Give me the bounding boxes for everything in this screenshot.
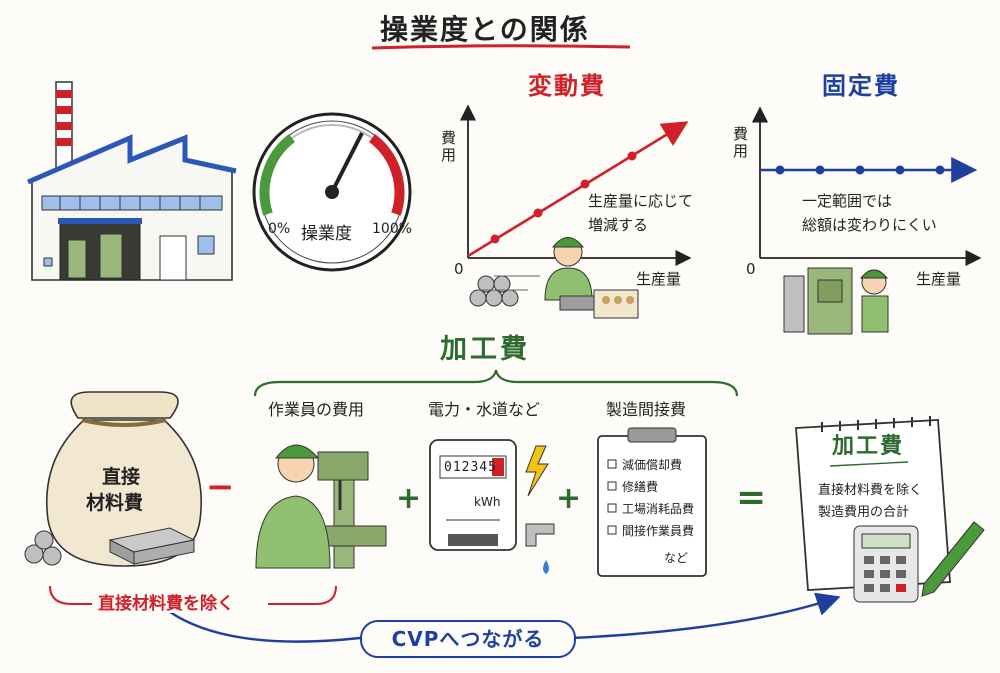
variable-cost-x-axis: 生産量 bbox=[636, 270, 682, 288]
fixed-cost-heading: 固定費 bbox=[822, 72, 900, 100]
electric-meter-icon bbox=[429, 439, 517, 551]
metal-stock-icon bbox=[24, 527, 196, 566]
exclusion-bracket bbox=[49, 585, 337, 605]
page-title: 操業度との関係 bbox=[380, 13, 590, 46]
gauge-min-label: 0% bbox=[268, 221, 291, 237]
meter-unit: kWh bbox=[474, 495, 501, 509]
overhead-item-1: 減価償却費 bbox=[622, 458, 683, 472]
operating-rate-gauge bbox=[252, 112, 412, 272]
fixed-cost-x-axis: 生産量 bbox=[916, 270, 962, 288]
fixed-cost-note-1: 一定範囲では bbox=[802, 192, 893, 210]
lightning-icon bbox=[525, 445, 549, 497]
fixed-cost-origin: 0 bbox=[746, 260, 756, 278]
overhead-more: など bbox=[664, 551, 689, 565]
gauge-label: 操業度 bbox=[301, 224, 352, 244]
overhead-item-3: 工場消耗品費 bbox=[622, 502, 695, 516]
overhead-label: 製造間接費 bbox=[606, 400, 687, 419]
factory-illustration bbox=[27, 81, 237, 281]
variable-cost-chart bbox=[459, 104, 692, 267]
gauge-needle bbox=[330, 132, 364, 193]
meter-digits: 012345 bbox=[444, 460, 497, 475]
variable-cost-note-1: 生産量に応じて bbox=[588, 192, 694, 210]
gauge-max-label: 100% bbox=[372, 221, 413, 237]
utilities-label: 電力・水道など bbox=[428, 400, 541, 419]
exclusion-note: 直接材料費を除く bbox=[92, 596, 240, 613]
result-line-1: 直接材料費を除く bbox=[818, 483, 923, 498]
overhead-item-2: 修繕費 bbox=[622, 480, 659, 494]
processing-cost-brace bbox=[253, 369, 739, 397]
fixed-cost-chart bbox=[751, 106, 982, 267]
overhead-clipboard-icon bbox=[597, 427, 707, 577]
fixed-cost-y-axis: 費用 bbox=[731, 126, 749, 160]
title-underline bbox=[371, 44, 631, 50]
pipes-icon bbox=[469, 275, 540, 307]
worker-at-drill-icon bbox=[255, 444, 387, 569]
processing-cost-heading: 加工費 bbox=[440, 334, 530, 365]
minus-operator: − bbox=[206, 467, 235, 507]
cvp-link-pill: CVPへつながる bbox=[360, 620, 576, 658]
fixed-cost-note-2: 総額は変わりにくい bbox=[802, 216, 937, 234]
pencil-icon bbox=[921, 521, 985, 597]
plus-operator-2: + bbox=[556, 481, 582, 516]
worker-assembling-icon bbox=[544, 237, 639, 319]
labor-label: 作業員の費用 bbox=[268, 400, 365, 419]
direct-materials-label-1: 直接 bbox=[102, 466, 141, 488]
variable-cost-note-2: 増減する bbox=[588, 216, 649, 234]
water-tap-icon bbox=[525, 523, 555, 574]
variable-cost-origin: 0 bbox=[454, 260, 464, 278]
variable-cost-heading: 変動費 bbox=[528, 72, 606, 100]
variable-cost-y-axis: 費用 bbox=[439, 130, 457, 164]
calculator-icon bbox=[853, 525, 919, 603]
plus-operator-1: + bbox=[396, 481, 422, 516]
equals-operator: = bbox=[736, 477, 767, 518]
result-line-2: 製造費用の合計 bbox=[818, 505, 910, 520]
result-heading: 加工費 bbox=[832, 434, 905, 459]
overhead-item-4: 間接作業員費 bbox=[622, 524, 695, 538]
cvp-arrow bbox=[169, 598, 836, 643]
machine-and-worker-icon bbox=[783, 267, 889, 335]
variable-cost-line bbox=[467, 121, 689, 258]
direct-materials-label-2: 材料費 bbox=[86, 492, 144, 514]
